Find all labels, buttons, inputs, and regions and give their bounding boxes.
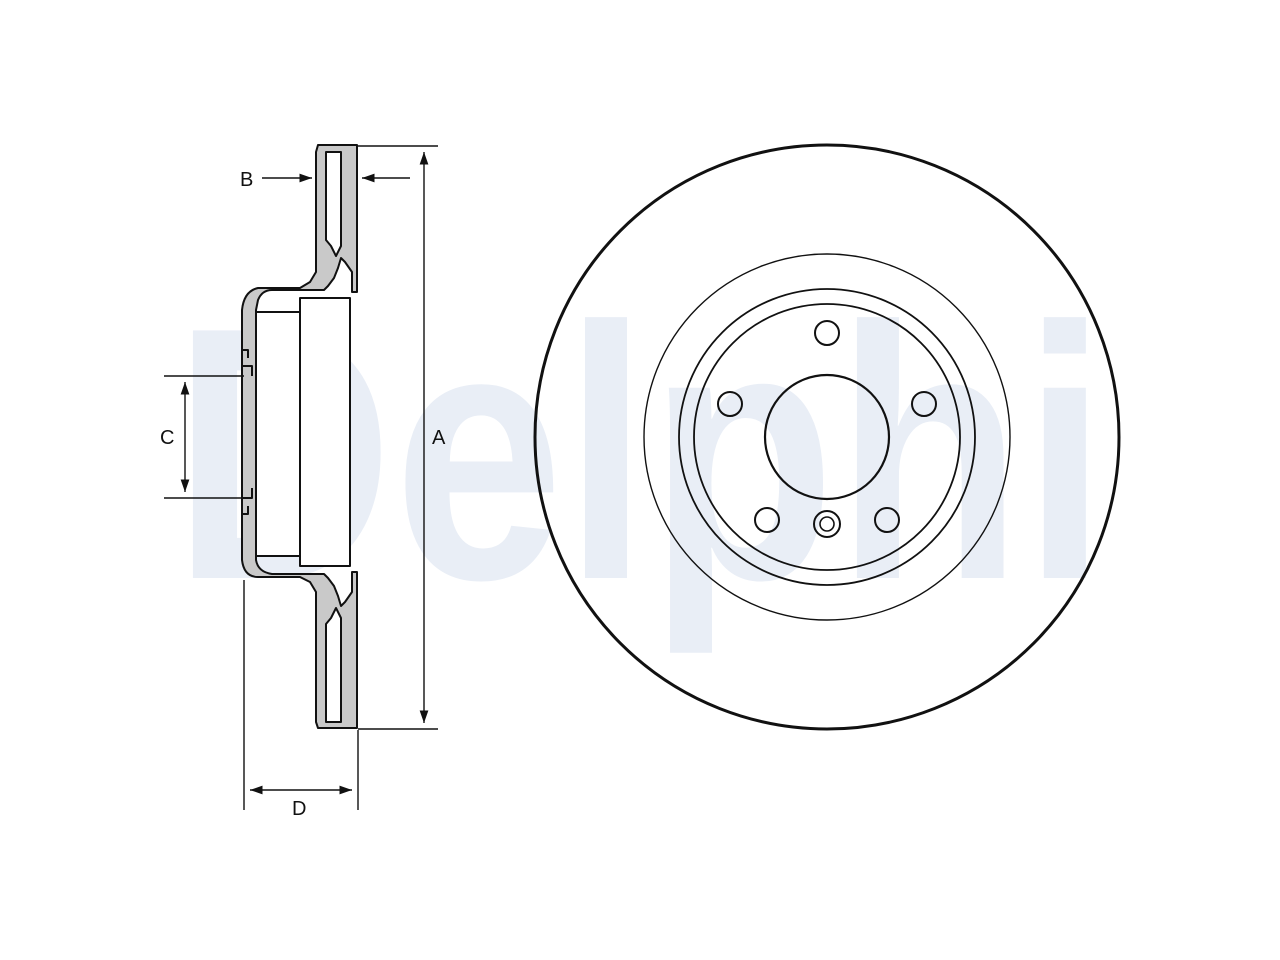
locating-screw-inner bbox=[819, 516, 835, 532]
bolt-hole-bottom-left bbox=[754, 507, 780, 533]
dimensions bbox=[164, 145, 438, 810]
vent-slot-lower bbox=[325, 607, 342, 723]
bore-step-bottom bbox=[242, 488, 253, 499]
vent-slot-upper bbox=[325, 151, 342, 257]
label-b: B bbox=[240, 169, 253, 191]
bolt-hole-left bbox=[717, 391, 743, 417]
label-d: D bbox=[292, 798, 306, 820]
locating-screw-outer bbox=[813, 510, 841, 538]
label-c: C bbox=[160, 427, 174, 449]
bolt-hole-top bbox=[814, 320, 840, 346]
hat-inner-edge bbox=[693, 303, 961, 571]
bolt-hole-bottom-right bbox=[874, 507, 900, 533]
bolt-notch-top bbox=[242, 349, 249, 358]
outer-rim bbox=[533, 143, 1121, 731]
disc-side-section bbox=[241, 144, 358, 729]
bore-step-top bbox=[242, 365, 253, 376]
bolt-notch-bottom bbox=[242, 506, 249, 515]
hat-outer-edge bbox=[678, 288, 976, 586]
label-a: A bbox=[432, 427, 446, 449]
hub-face bbox=[299, 297, 351, 567]
centre-bore-wall bbox=[255, 311, 301, 557]
bolt-hole-right bbox=[911, 391, 937, 417]
disc-front-view bbox=[533, 143, 1121, 731]
friction-ring-inner-edge bbox=[643, 253, 1011, 621]
centre-bore bbox=[763, 373, 891, 501]
disc-section-body bbox=[241, 144, 358, 729]
